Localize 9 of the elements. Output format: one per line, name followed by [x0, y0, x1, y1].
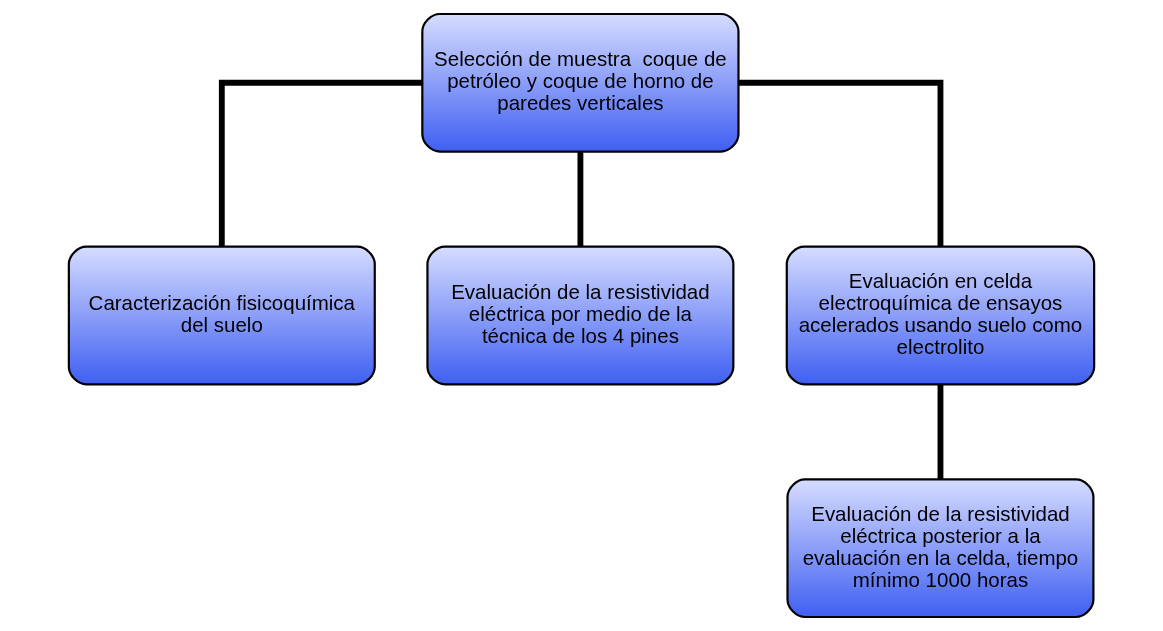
node-box: Selección de muestra coque de petróleo y coque de horno de paredes verticales	[421, 12, 740, 153]
node-box: Evaluación de la resistividad eléctrica por medio de la técnica de los 4 pines	[426, 245, 735, 386]
connector	[218, 79, 423, 247]
connector	[738, 79, 944, 247]
node-box: Caracterización fisicoquímica del suelo	[67, 245, 376, 386]
node-box: Evaluación de la resistividad eléctrica posterior a la evaluación en la celda, tiempo mínimo 1000 horas	[786, 478, 1095, 619]
connector	[937, 384, 944, 480]
node-box: Evaluación en celda electroquímica de ensayos acelerados usando suelo como electrolito	[785, 245, 1096, 386]
connector	[577, 151, 584, 247]
